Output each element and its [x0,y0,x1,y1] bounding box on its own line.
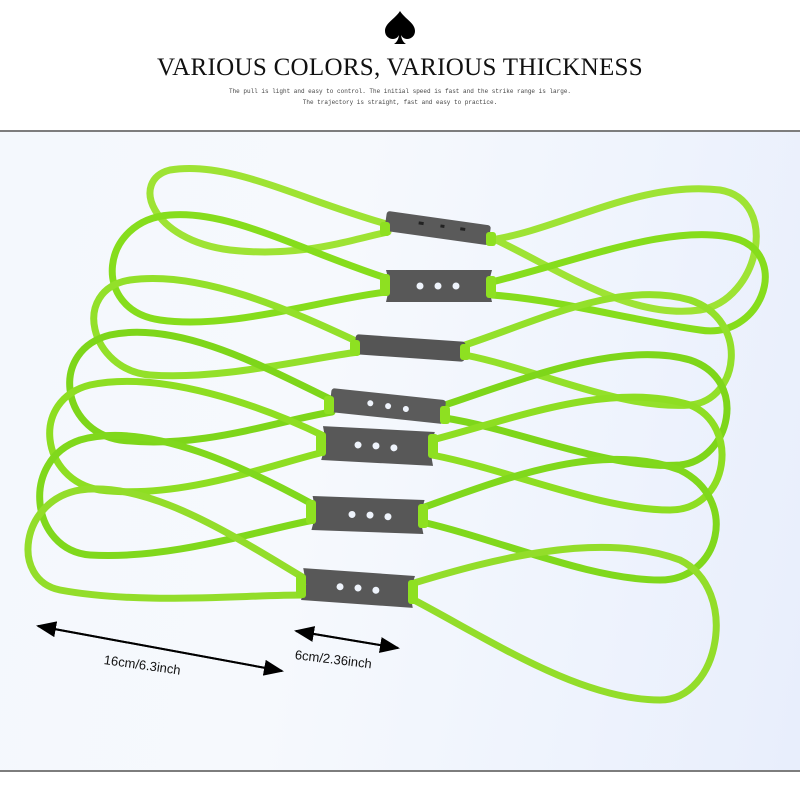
pouch-4 [329,388,446,424]
measurement-arrows [36,621,400,676]
product-photo: 16cm/6.3inch 6cm/2.36inch [0,132,800,770]
page-title: VARIOUS COLORS, VARIOUS THICKNESS [157,54,643,81]
tagline-line-2: The trajectory is straight, fast and eas… [302,99,498,106]
bottom-divider [0,770,800,772]
band-knots [296,222,496,604]
tagline-line-1: The pull is light and easy to control. T… [228,88,572,95]
pouch-7 [301,568,415,608]
rubber-bands [24,164,769,704]
spade-icon [385,11,415,44]
pouch-5 [321,426,435,466]
top-divider [0,130,800,132]
leather-pouches [301,211,492,608]
header: VARIOUS COLORS, VARIOUS THICKNESS The pu… [0,0,800,130]
slingshot-bands-illustration [24,164,769,704]
pouch-6 [311,496,425,534]
pouch-2 [386,270,492,302]
pouch-3 [354,334,466,362]
pouch-1 [384,211,491,245]
